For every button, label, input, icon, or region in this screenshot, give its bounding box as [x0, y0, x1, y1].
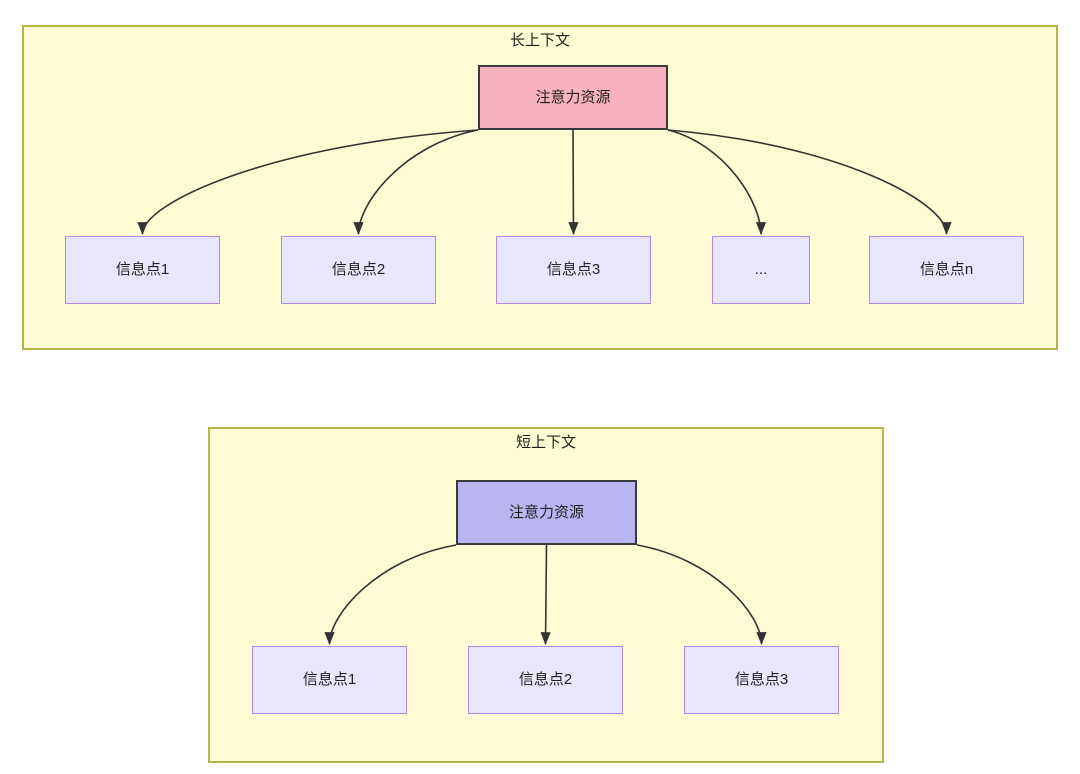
- node-info-point-short-2[interactable]: 信息点2: [468, 646, 623, 714]
- edges-long-context: [137, 129, 952, 235]
- node-info-point-long-2[interactable]: 信息点2: [281, 236, 436, 304]
- edge-short-context-1: [324, 544, 457, 645]
- edge-long-context-3: [568, 129, 579, 235]
- node-attention-resource-long[interactable]: 注意力资源: [478, 65, 668, 130]
- node-info-point-long-3[interactable]: 信息点3: [496, 236, 651, 304]
- edges-short-context: [324, 544, 767, 645]
- node-info-point-long-1[interactable]: 信息点1: [65, 236, 220, 304]
- group-long-context-title: 长上下文: [509, 32, 570, 49]
- node-attention-resource-short[interactable]: 注意力资源: [456, 480, 637, 545]
- node-info-point-short-3[interactable]: 信息点3: [684, 646, 839, 714]
- group-short-context-title: 短上下文: [515, 434, 576, 451]
- edge-short-context-2: [540, 544, 551, 645]
- edge-long-context-1: [137, 129, 479, 235]
- node-info-point-long-n[interactable]: 信息点n: [869, 236, 1024, 304]
- edge-long-context-4: [667, 129, 767, 235]
- node-info-point-short-1[interactable]: 信息点1: [252, 646, 407, 714]
- edge-short-context-3: [636, 544, 767, 645]
- edge-long-context-2: [353, 129, 479, 235]
- node-info-point-long-ellipsis[interactable]: ...: [712, 236, 810, 304]
- edge-long-context-5: [667, 129, 952, 235]
